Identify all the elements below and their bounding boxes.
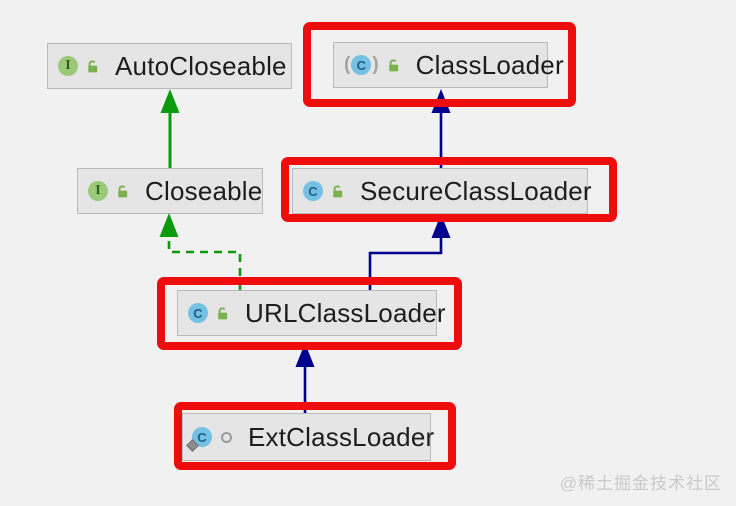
unlocked-padlock-icon	[386, 58, 401, 73]
interface-icon: I	[58, 56, 78, 76]
unlocked-padlock-icon	[215, 306, 230, 321]
class-node-urlclassloader: C URLClassLoader	[177, 290, 446, 336]
class-name-label: ClassLoader	[415, 49, 564, 80]
class-node-classloader: ( C ) ClassLoader	[333, 42, 564, 88]
class-icon-letter: C	[197, 429, 207, 445]
class-name-label: URLClassLoader	[245, 297, 446, 328]
class-icon-letter: C	[193, 305, 203, 321]
interface-icon-letter: I	[65, 58, 71, 73]
unlocked-padlock-icon	[330, 184, 345, 199]
abstract-class-icon: ( C )	[344, 55, 379, 75]
unlocked-padlock-icon	[85, 59, 100, 74]
highlight-box-classloader	[303, 22, 576, 107]
class-node-autocloseable: I AutoCloseable	[47, 43, 292, 89]
nested-class-icon: C	[186, 427, 212, 452]
package-private-visibility-icon	[221, 431, 232, 443]
watermark-text: @稀土掘金技术社区	[559, 474, 722, 493]
class-icon: C	[303, 181, 323, 201]
class-node-extclassloader: C ExtClassLoader	[182, 413, 435, 461]
abstract-paren-left: (	[344, 54, 351, 75]
highlight-box-secureclassloader	[281, 157, 617, 222]
class-node-closeable: I Closeable	[77, 168, 263, 214]
unlocked-padlock-icon	[115, 184, 130, 199]
class-icon-letter: C	[308, 183, 318, 199]
class-name-label: Closeable	[145, 175, 263, 206]
class-icon: C	[188, 303, 208, 323]
highlight-box-extclassloader	[174, 402, 456, 470]
interface-icon-letter: I	[95, 183, 101, 198]
class-icon-letter: C	[356, 57, 367, 73]
interface-icon: I	[88, 181, 108, 201]
edge-closeable-extends-autocloseable	[160, 89, 180, 168]
class-name-label: SecureClassLoader	[360, 175, 592, 206]
class-name-label: AutoCloseable	[115, 50, 287, 81]
class-name-label: ExtClassLoader	[248, 421, 435, 452]
highlight-box-urlclassloader	[157, 277, 462, 350]
abstract-paren-right: )	[372, 54, 379, 75]
class-node-secureclassloader: C SecureClassLoader	[292, 168, 592, 214]
